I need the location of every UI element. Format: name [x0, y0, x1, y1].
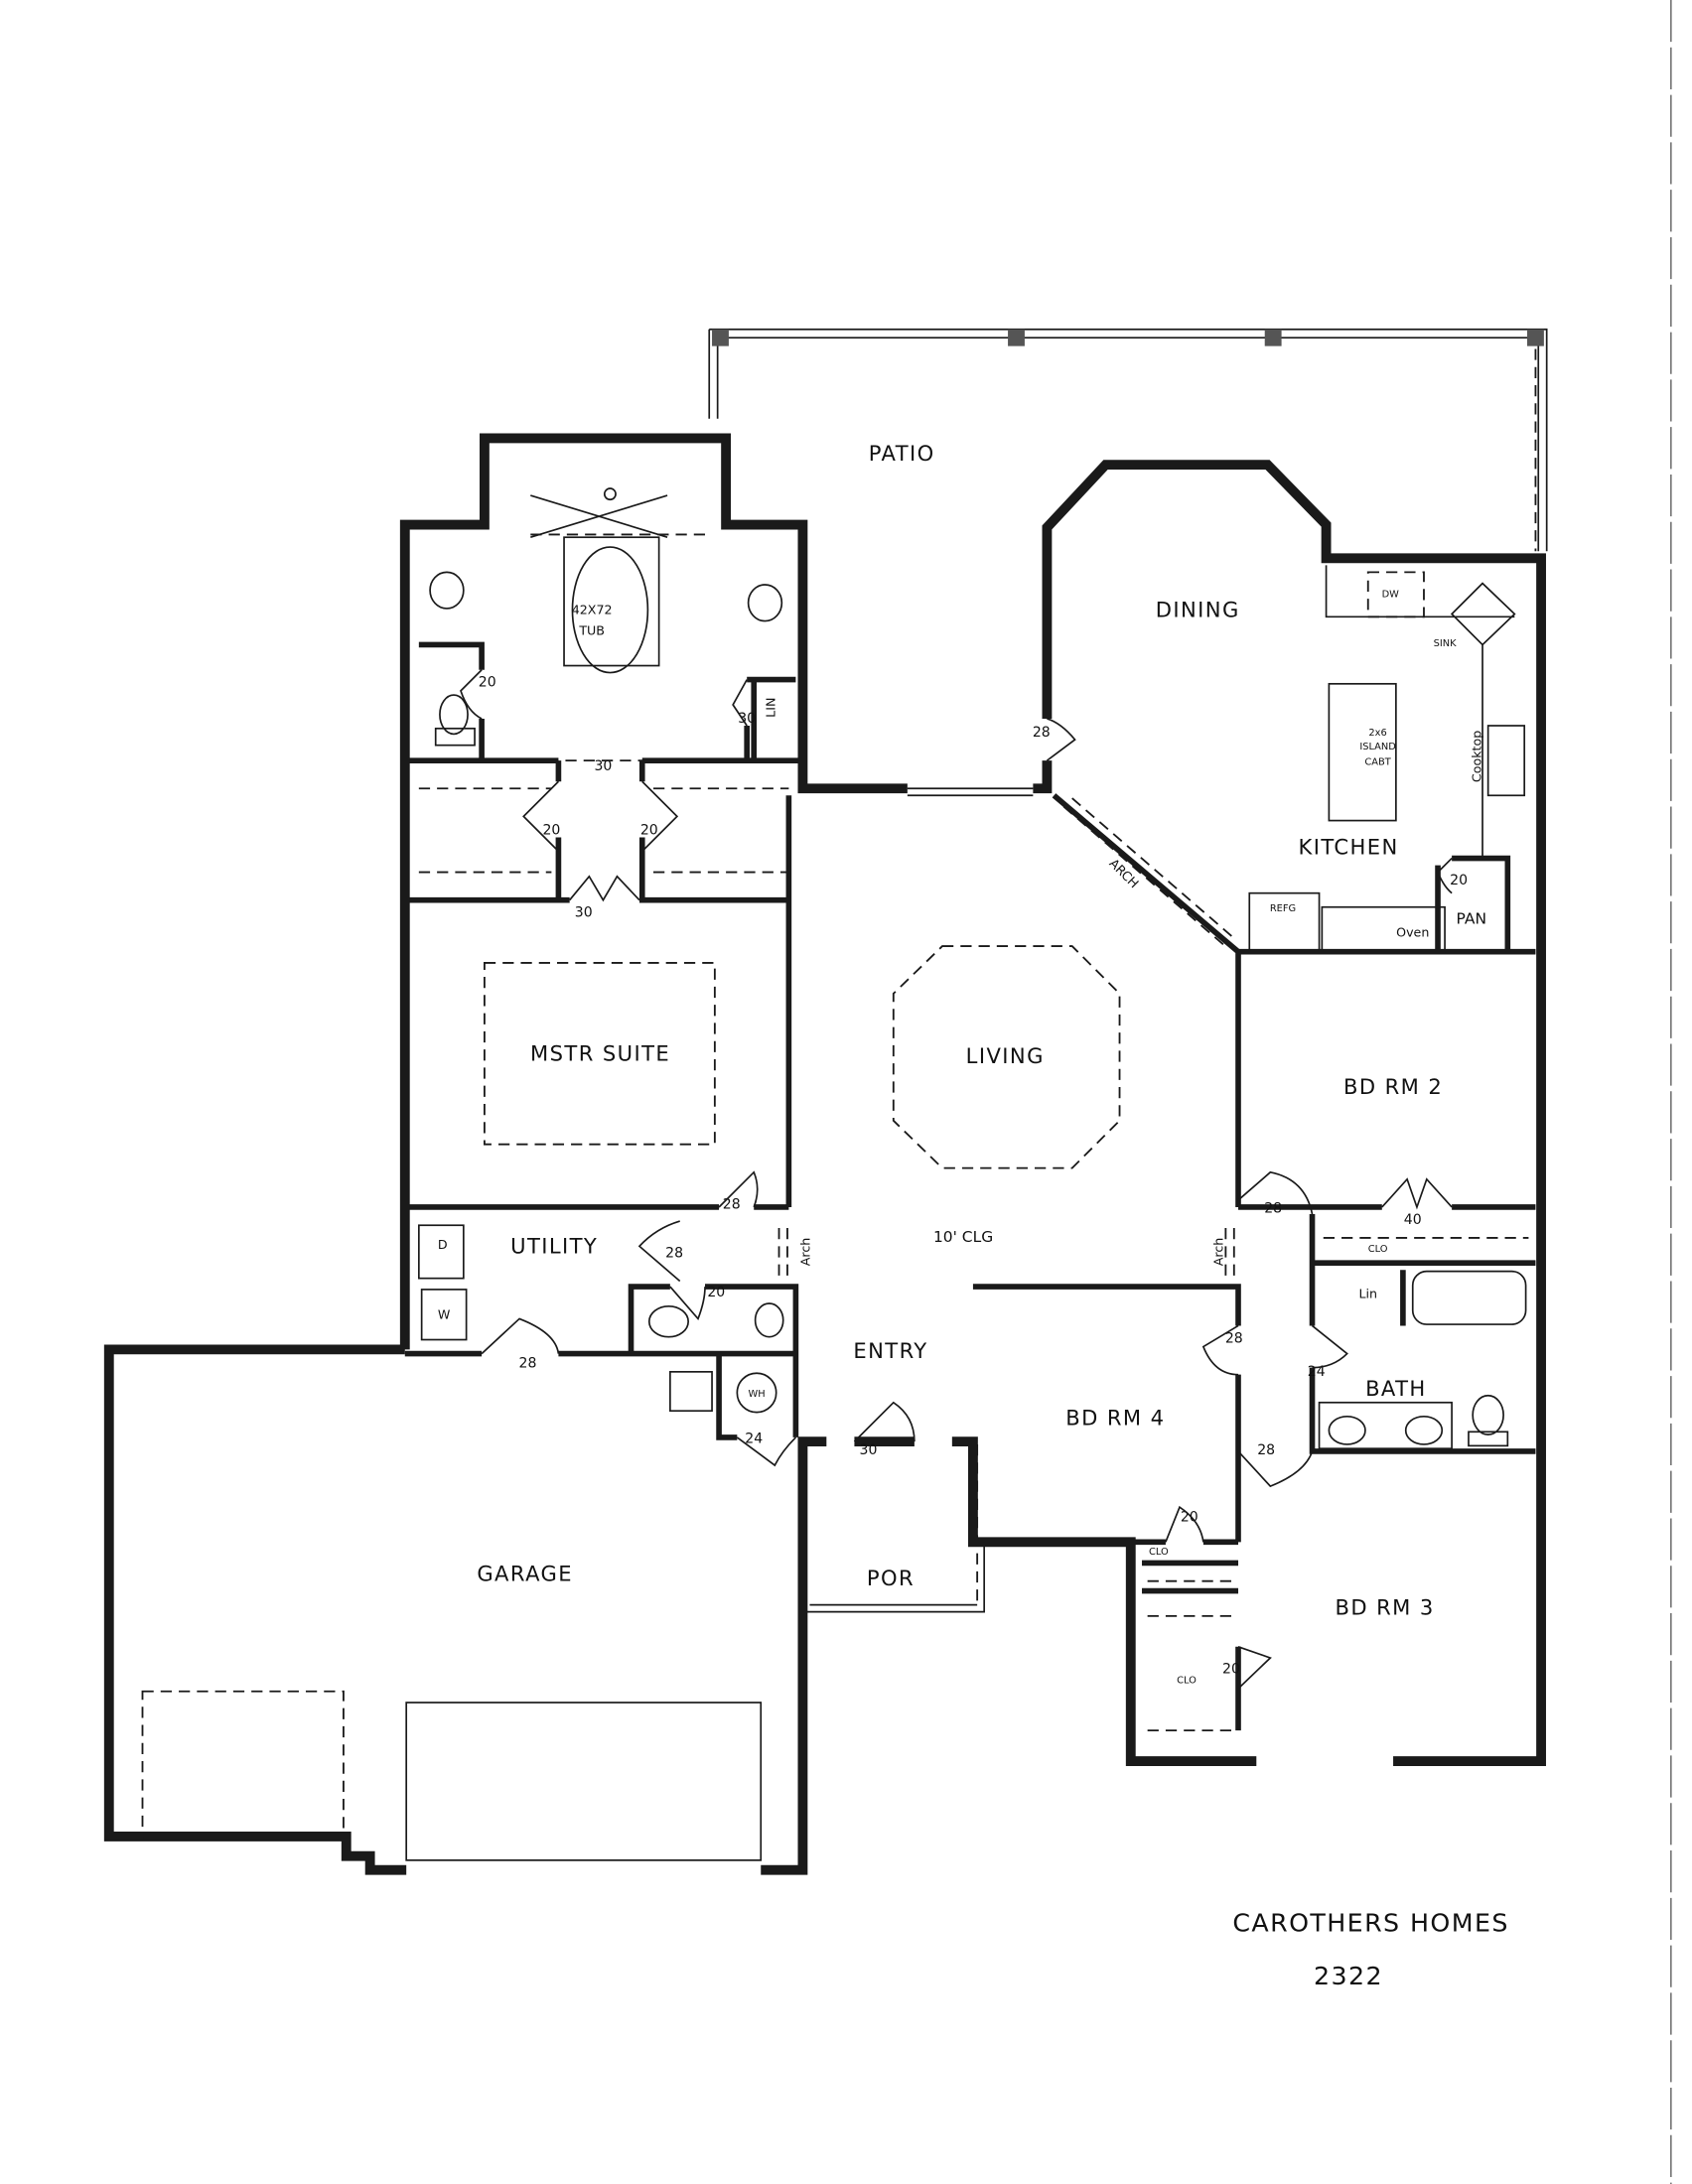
room-label-bedroom-3: BD RM 3 — [1336, 1594, 1435, 1619]
sink-icon — [1450, 582, 1516, 646]
tub-label: TUB — [578, 623, 605, 638]
arch-label: Arch — [797, 1238, 812, 1267]
door-size: 28 — [1257, 1442, 1275, 1458]
island-label: ISLAND — [1359, 742, 1395, 752]
door-size: 28 — [1033, 725, 1051, 741]
washer — [420, 1289, 468, 1341]
hall-bath-fixtures — [1318, 1270, 1527, 1450]
door-swings — [460, 669, 1453, 1690]
bathtub — [1411, 1270, 1527, 1325]
sink-label: SINK — [1434, 638, 1457, 649]
living-tray-ceiling — [892, 945, 1121, 1169]
garage-door-double[interactable] — [405, 1702, 763, 1861]
closet-label: CLO — [1149, 1547, 1169, 1558]
arch-label: ARCH — [1106, 856, 1141, 890]
closet-label: CLO — [1368, 1244, 1388, 1255]
closet-shelves — [418, 533, 1529, 1732]
door-size: 20 — [640, 823, 658, 839]
room-label-porch: POR — [867, 1566, 915, 1590]
island — [1328, 682, 1397, 822]
master-linen-label: LIN — [763, 698, 777, 718]
sink-icon — [754, 1302, 784, 1338]
island-label: CABT — [1364, 756, 1391, 767]
room-label-master-suite: MSTR SUITE — [530, 1040, 670, 1065]
door-size: 20 — [1450, 873, 1468, 888]
room-label-entry: ENTRY — [853, 1338, 927, 1363]
room-label-garage: GARAGE — [477, 1562, 573, 1586]
dishwasher-label: DW — [1382, 590, 1400, 601]
master-tray-ceiling — [483, 962, 716, 1146]
door-size-labels: 20 30 30 20 20 30 28 20 28 28 20 28 24 3… — [479, 675, 1468, 1678]
room-label-bedroom-4: BD RM 4 — [1065, 1405, 1165, 1430]
door-size: 28 — [723, 1196, 741, 1212]
sink-icon — [429, 571, 465, 610]
refrigerator — [1248, 891, 1321, 953]
room-label-utility: UTILITY — [510, 1233, 598, 1258]
water-heater-label: WH — [748, 1389, 765, 1400]
room-label-living: LIVING — [966, 1043, 1045, 1068]
toilet-icon — [647, 1304, 689, 1338]
door-size: 28 — [519, 1356, 537, 1372]
room-label-patio: PATIO — [869, 441, 935, 466]
door-size: 24 — [745, 1432, 763, 1447]
tub-icon — [571, 546, 649, 674]
toilet-icon — [439, 694, 469, 736]
pantry-label: PAN — [1457, 910, 1486, 928]
room-label-bath: BATH — [1365, 1376, 1427, 1401]
utility-sink — [669, 1371, 713, 1413]
patio-door[interactable] — [907, 787, 1034, 797]
dryer — [417, 1224, 465, 1280]
exterior-walls — [103, 433, 1546, 1875]
sink-icon — [1328, 1415, 1366, 1445]
linen-label: Lin — [1358, 1286, 1377, 1300]
kitchen-fixtures — [1248, 565, 1526, 953]
plan-number: 2322 — [1314, 1962, 1383, 1990]
door-size: 20 — [479, 675, 496, 691]
utility-fixtures — [417, 1224, 784, 1414]
door-size: 28 — [665, 1246, 683, 1262]
oven-label: Oven — [1396, 924, 1429, 939]
master-bath-fixtures — [429, 487, 783, 747]
door-size: 40 — [1404, 1212, 1422, 1228]
door-size: 20 — [542, 823, 560, 839]
door-size: 28 — [1264, 1201, 1282, 1217]
door-size: 30 — [575, 905, 593, 921]
room-label-bedroom-2: BD RM 2 — [1343, 1074, 1443, 1099]
garage-door-single[interactable] — [141, 1690, 345, 1841]
patio-outline — [708, 328, 1548, 552]
island-label: 2x6 — [1368, 728, 1386, 739]
toilet-icon — [1472, 1394, 1504, 1435]
cooktop-label: Cooktop — [1470, 731, 1484, 782]
builder-name: CAROTHERS HOMES — [1232, 1909, 1508, 1938]
sink-icon — [747, 584, 783, 622]
room-label-dining: DINING — [1156, 597, 1240, 621]
door-size: 30 — [860, 1442, 878, 1458]
door-size: 30 — [738, 711, 756, 727]
dryer-label: D — [438, 1237, 448, 1252]
water-heater — [736, 1372, 777, 1414]
tub-size-label: 42X72 — [572, 603, 613, 617]
interior-walls — [404, 641, 1536, 1731]
closet-label: CLO — [1177, 1675, 1197, 1686]
cooktop-icon — [1486, 725, 1526, 797]
ceiling-height-label: 10' CLG — [933, 1228, 993, 1246]
door-size: 20 — [707, 1285, 725, 1300]
washer-label: W — [438, 1306, 451, 1321]
oven — [1321, 905, 1446, 953]
arch-label: Arch — [1211, 1238, 1226, 1267]
door-size: 28 — [1225, 1330, 1243, 1346]
door-size: 24 — [1308, 1364, 1326, 1380]
door-size: 20 — [1222, 1661, 1240, 1677]
refrigerator-label: REFG — [1270, 903, 1296, 914]
sink-icon — [1404, 1415, 1444, 1445]
room-label-kitchen: KITCHEN — [1298, 834, 1398, 859]
door-size: 30 — [594, 758, 612, 774]
